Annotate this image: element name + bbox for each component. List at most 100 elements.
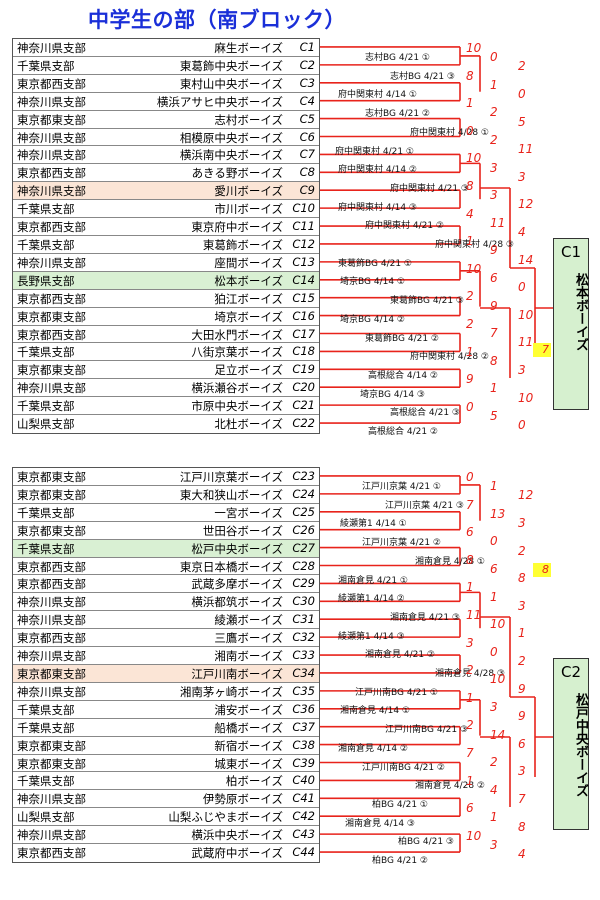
match-score: 0 (466, 399, 474, 414)
team-name: 船橋ボーイズ (214, 720, 283, 735)
team-code: C24 (292, 486, 315, 501)
match-score: 0 (466, 470, 474, 484)
team-code: C20 (292, 380, 315, 395)
team-name: 東京日本橋ボーイズ (179, 559, 283, 574)
team-name: 湘南ボーイズ (214, 649, 283, 664)
match-score: 1 (466, 96, 474, 111)
team-name: 東村山中央ボーイズ (179, 76, 283, 91)
match-venue-label: 府中関東村 4/14 ③ (338, 202, 418, 213)
match-score: 13 (490, 506, 506, 521)
champion-code: C1 (560, 243, 582, 261)
team-name: 横浜都筑ボーイズ (191, 595, 283, 610)
match-score: 2 (518, 654, 526, 668)
match-score: 6 (466, 525, 474, 540)
match-venue-label: 江戸川南BG 4/21 ① (355, 687, 438, 698)
branch-name: 東京都東支部 (17, 487, 86, 502)
branch-name: 千葉県支部 (17, 345, 75, 360)
champion-box-c1: C1 松本ボーイズ (553, 238, 589, 410)
match-venue-label: 綾瀬第1 4/14 ③ (338, 631, 405, 642)
team-code: C4 (299, 93, 315, 108)
team-name: 埼京ボーイズ (214, 309, 283, 324)
team-name: 足立ボーイズ (214, 363, 283, 378)
team-code: C9 (299, 183, 315, 198)
match-score: 2 (466, 289, 474, 304)
team-name: 座間ボーイズ (214, 255, 283, 270)
branch-name: 山梨県支部 (17, 810, 75, 825)
match-score: 6 (518, 736, 526, 751)
final-score-c2: 8 (533, 563, 551, 577)
match-venue-label: 志村BG 4/21 ② (365, 109, 430, 120)
team-name: 東葛飾中央ボーイズ (179, 58, 283, 73)
branch-name: 東京都西支部 (17, 166, 86, 181)
match-score: 10 (518, 307, 534, 322)
match-score: 8 (466, 552, 474, 567)
match-score: 0 (490, 644, 498, 659)
match-score: 10 (518, 390, 534, 405)
team-name: 東葛飾ボーイズ (202, 238, 283, 252)
match-score: 1 (518, 626, 526, 641)
team-code: C39 (292, 755, 315, 770)
team-name: 新宿ボーイズ (214, 738, 283, 753)
match-score: 1 (490, 810, 498, 825)
team-code: C25 (292, 504, 315, 519)
branch-name: 神奈川県支部 (17, 684, 86, 699)
team-name: 松戸中央ボーイズ (191, 541, 283, 556)
match-score: 1 (466, 690, 474, 705)
team-code: C44 (292, 845, 315, 860)
team-name: 愛川ボーイズ (214, 184, 283, 199)
match-score: 10 (466, 41, 482, 55)
match-venue-label: 府中関東村 4/28 ① (410, 127, 490, 138)
branch-name: 千葉県支部 (17, 238, 75, 252)
match-venue-label: 府中関東村 4/28 ③ (435, 240, 515, 250)
match-score: 14 (490, 727, 506, 742)
branch-name: 東京都西支部 (17, 631, 86, 646)
match-venue-label: 府中関東村 4/21 ② (365, 221, 445, 232)
match-score: 1 (490, 77, 498, 92)
match-score: 10 (490, 672, 506, 687)
team-name: 東大和狭山ボーイズ (179, 487, 283, 502)
match-venue-label: 湘南倉見 4/14 ③ (345, 818, 416, 829)
team-row: 東京都東支部 東大和狭山ボーイズ C24 (13, 486, 319, 504)
match-venue-label: 湘南倉見 4/21 ③ (390, 612, 461, 623)
match-score: 2 (490, 105, 498, 120)
branch-name: 神奈川県支部 (17, 649, 86, 664)
team-code: C18 (292, 344, 315, 359)
team-code: C6 (299, 129, 315, 144)
team-code: C32 (292, 630, 315, 645)
team-code: C8 (299, 165, 315, 180)
match-score: 1 (490, 381, 498, 396)
team-name: 湘南茅ヶ崎ボーイズ (179, 684, 283, 699)
team-name: 大田水門ボーイズ (191, 327, 283, 342)
team-code: C7 (299, 147, 315, 162)
team-name: 江戸川京葉ボーイズ (179, 470, 283, 484)
match-score: 2 (490, 133, 498, 147)
match-venue-label: 埼京BG 4/14 ③ (360, 389, 425, 400)
team-name: 綾瀬ボーイズ (214, 613, 283, 628)
team-name: 伊勢原ボーイズ (202, 792, 283, 807)
team-code: C28 (292, 558, 315, 573)
team-code: C29 (292, 576, 315, 591)
match-score: 2 (518, 59, 526, 74)
match-score: 5 (518, 114, 526, 129)
team-code: C38 (292, 737, 315, 752)
team-code: C5 (299, 111, 315, 126)
match-score: 5 (490, 409, 498, 423)
match-score: 0 (490, 534, 498, 549)
branch-name: 東京都西支部 (17, 291, 86, 306)
team-name: 東京府中ボーイズ (191, 220, 283, 235)
branch-name: 長野県支部 (17, 273, 75, 288)
match-score: 8 (490, 353, 498, 368)
match-venue-label: 湘南倉見 4/21 ② (365, 650, 436, 661)
match-venue-label: 江戸川南BG 4/21 ③ (385, 725, 468, 736)
champion-box-c2: C2 松戸中央ボーイズ (553, 658, 589, 830)
